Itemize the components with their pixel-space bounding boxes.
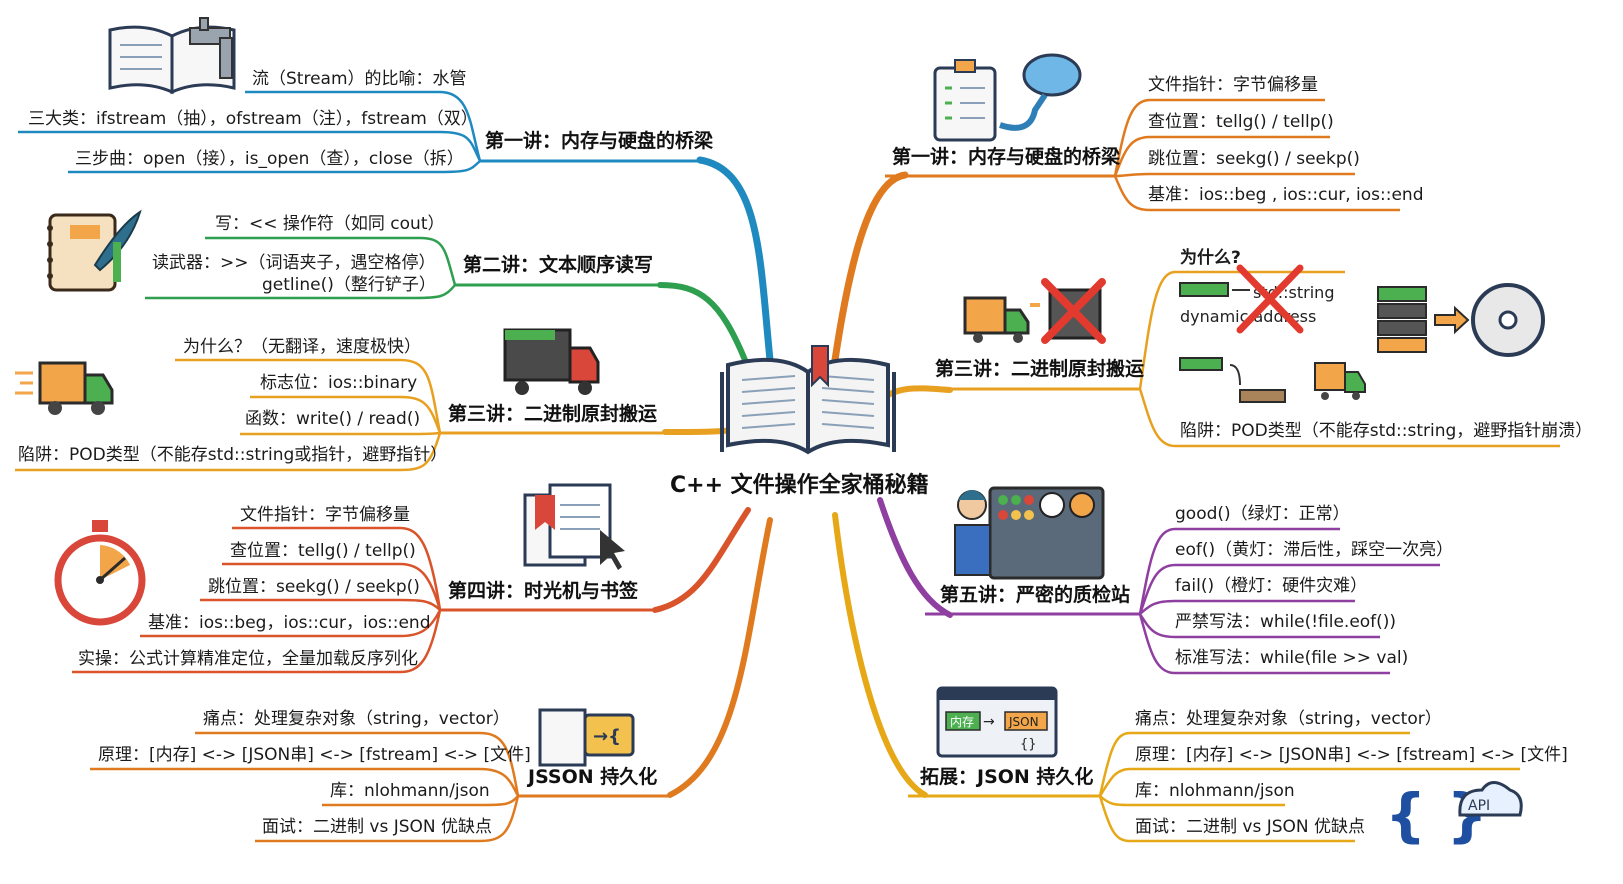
server-disk-icon [1377,283,1545,357]
right-b3-item-2: eof()（黄灯：滞后性，踩空一次亮） [1175,540,1454,560]
right-b1-item-3: 跳位置：seekg() / seekp() [1148,149,1360,169]
left-b4-item-4: 基准：ios::beg，ios::cur，ios::end [148,613,431,633]
left-b3-item-4: 陷阱：POD类型（不能存std::string或指针，避野指针） [18,445,448,465]
fig-braces-label: {} [1020,737,1037,752]
left-b1-item-2: 三大类：ifstream（抽），ofstream（注），fstream（双） [28,109,478,129]
right-b4-item-2: 原理：[内存] <-> [JSON串] <-> [fstream] <-> [文… [1135,745,1568,765]
left-b5-item-2: 原理：[内存] <-> [JSON串] <-> [fstream] <-> [文… [98,745,531,765]
left-b2-item-3: getline()（整行铲子） [262,275,436,295]
right-b3-item-3: fail()（橙灯：硬件灾难） [1175,576,1368,596]
left-b5-item-1: 痛点：处理复杂对象（string，vector） [203,709,510,729]
binary-vs-string-figure: std::string dynamic address [1179,264,1366,403]
notebook-quill-icon [47,209,142,292]
left-b2-item-1: 写：<< 操作符（如同 cout） [215,214,445,234]
right-b3-item-5: 标准写法：while(file >> val) [1175,648,1409,668]
left-b4-item-5: 实操：公式计算精准定位，全量加载反序列化 [78,649,418,669]
branch-right-1 [831,171,909,364]
left-branch-1-title[interactable]: 第一讲：内存与硬盘的桥梁 [485,130,714,152]
right-branch-1-title[interactable]: 第一讲：内存与硬盘的桥梁 [892,146,1121,168]
engineer-control-panel-icon [954,486,1105,580]
right-b2-item-2: 陷阱：POD类型（不能存std::string，避野指针崩溃） [1180,421,1593,441]
center-book-icon [720,345,896,455]
open-book-faucet-icon [108,17,236,95]
left-b4-item-2: 查位置：tellg() / tellp() [230,541,416,561]
right-b1-item-2: 查位置：tellg() / tellp() [1148,112,1334,132]
right-b1-item-1: 文件指针：字节偏移量 [1148,75,1318,95]
left-b1-item-3: 三步曲：open（接），is_open（查），close（拆） [75,149,464,169]
left-b3-item-3: 函数：write() / read() [245,409,421,429]
right-b4-item-1: 痛点：处理复杂对象（string，vector） [1135,709,1442,729]
svg-text:→: → [983,714,995,730]
left-branch-4-title[interactable]: 第四讲：时光机与书签 [448,580,639,602]
branch-left-2 [657,282,748,363]
left-b3-item-1: 为什么？（无翻译，速度极快） [183,337,421,357]
right-b3-item-1: good()（绿灯：正常） [1175,504,1350,524]
center-title: C++ 文件操作全家桶秘籍 [670,473,929,498]
left-b2-item-2: 读武器：>>（词语夹子，遇空格停） [152,253,436,273]
json-conversion-window-icon: 内存 → JSON {} [936,686,1058,758]
stopwatch-icon [54,520,146,626]
left-branch-3-title[interactable]: 第三讲：二进制原封搬运 [448,403,658,425]
left-branch-2-title[interactable]: 第二讲：文本顺序读写 [463,254,654,276]
left-b1-item-1: 流（Stream）的比喻：水管 [252,69,467,89]
right-b4-item-3: 库：nlohmann/json [1135,781,1295,801]
left-b5-item-3: 库：nlohmann/json [330,781,490,801]
json-file-icon: →{ [538,708,635,767]
right-sub-branches [1098,98,1560,843]
right-branch-2-title[interactable]: 第三讲：二进制原封搬运 [935,358,1145,380]
title-underlines [440,159,1140,798]
delivery-truck-icon [15,361,114,415]
braces-api-cloud-icon: { } API [1385,781,1523,849]
right-b2-item-1: 为什么? [1180,248,1241,268]
left-sub-branches [15,90,520,843]
container-truck-icon [503,328,600,395]
branch-left-3 [662,427,738,435]
right-b3-item-4: 严禁写法：while(!file.eof()) [1175,612,1397,632]
document-bookmark-icon [523,483,625,570]
fig-json-label: JSON [1008,715,1039,729]
fig-memory-label: 内存 [950,715,974,729]
branch-left-5 [667,517,773,798]
left-b4-item-3: 跳位置：seekg() / seekp() [208,577,420,597]
right-branch-3-title[interactable]: 第五讲：严密的质检站 [940,584,1131,606]
branch-left-4 [652,507,751,613]
right-b4-item-4: 面试：二进制 vs JSON 优缺点 [1135,817,1366,837]
svg-text:→{: →{ [593,726,621,747]
left-b3-item-2: 标志位：ios::binary [260,373,418,393]
right-branch-4-title[interactable]: 拓展：JSON 持久化 [920,766,1094,788]
branch-right-3 [877,497,953,618]
clipboard-brain-icon [933,53,1082,142]
truck-server-blocked-icon [963,278,1106,344]
main-branches [652,156,953,798]
fig-api-label: API [1468,798,1490,814]
branch-right-4 [832,512,928,798]
left-b5-item-4: 面试：二进制 vs JSON 优缺点 [262,817,493,837]
right-b1-item-4: 基准：ios::beg , ios::cur, ios::end [1148,185,1424,205]
left-branch-5-title[interactable]: JSSON 持久化 [528,766,658,788]
branch-left-1 [696,156,774,364]
left-b4-item-1: 文件指针：字节偏移量 [240,505,410,525]
